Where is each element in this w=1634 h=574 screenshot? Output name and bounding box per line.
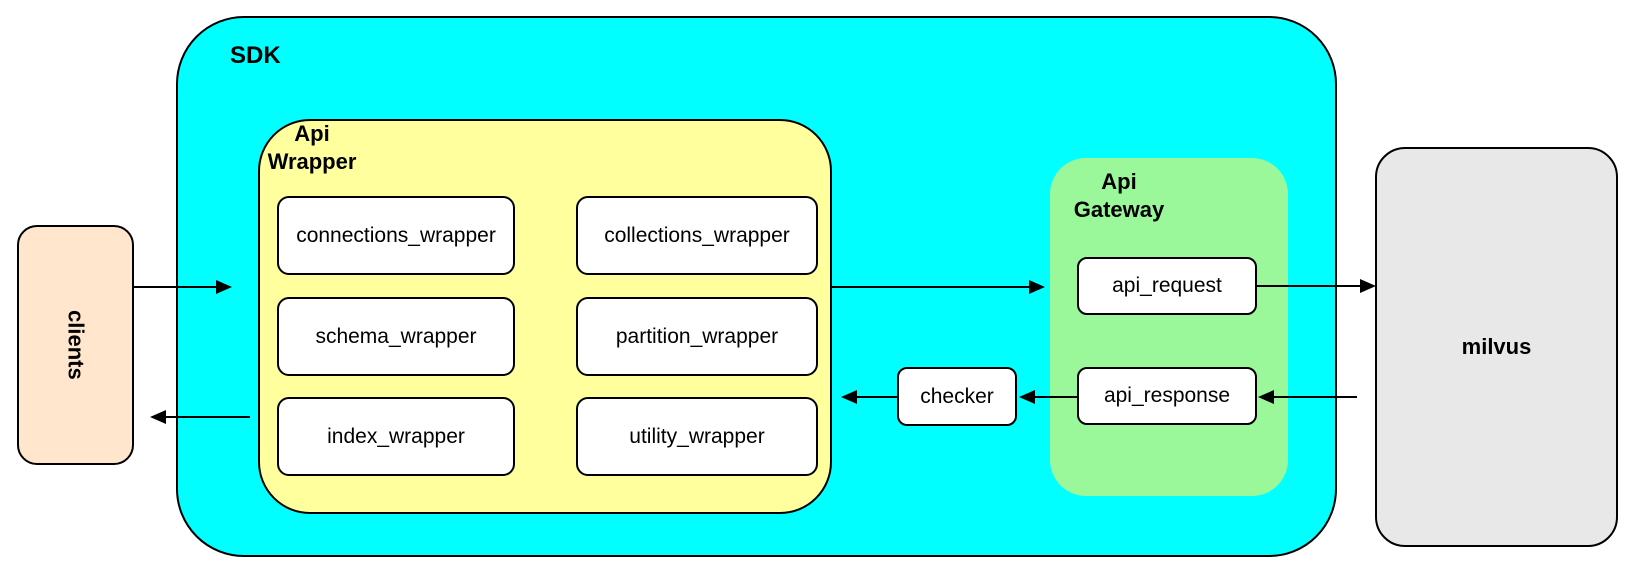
schema-wrapper-label: schema_wrapper xyxy=(315,324,477,348)
arrow-line xyxy=(1257,285,1361,287)
api-request-node: api_request xyxy=(1077,257,1257,315)
sdk-label: SDK xyxy=(230,42,281,69)
arrowhead-right-icon xyxy=(1360,279,1376,293)
index-wrapper-label: index_wrapper xyxy=(327,424,465,448)
arrow-line xyxy=(832,286,1030,288)
partition-wrapper-label: partition_wrapper xyxy=(615,324,779,348)
utility-wrapper-node: utility_wrapper xyxy=(576,397,818,476)
milvus-label: milvus xyxy=(1461,334,1532,359)
api-gateway-container xyxy=(1050,158,1288,496)
index-wrapper-node: index_wrapper xyxy=(277,397,515,476)
api-gateway-label: Api Gateway xyxy=(1073,169,1165,222)
api-response-node: api_response xyxy=(1077,367,1257,425)
arrow-line xyxy=(134,286,218,288)
clients-node: clients xyxy=(17,225,134,465)
collections-wrapper-node: collections_wrapper xyxy=(576,196,818,275)
connections-wrapper-label: connections_wrapper xyxy=(296,223,496,247)
milvus-node: milvus xyxy=(1375,147,1618,547)
schema-wrapper-node: schema_wrapper xyxy=(277,297,515,376)
utility-wrapper-label: utility_wrapper xyxy=(629,424,765,448)
arrowhead-left-icon xyxy=(150,410,166,424)
connections-wrapper-node: connections_wrapper xyxy=(277,196,515,275)
arrowhead-left-icon xyxy=(1019,390,1035,404)
collections-wrapper-label: collections_wrapper xyxy=(604,223,790,247)
arrowhead-left-icon xyxy=(1258,390,1274,404)
api-request-label: api_request xyxy=(1112,274,1222,297)
arrow-line xyxy=(165,416,250,418)
arrowhead-right-icon xyxy=(1029,280,1045,294)
clients-label: clients xyxy=(63,310,89,380)
arrow-line xyxy=(1034,396,1077,398)
checker-label: checker xyxy=(920,384,994,408)
checker-node: checker xyxy=(897,367,1017,426)
arrow-line xyxy=(1273,396,1357,398)
arrowhead-right-icon xyxy=(216,280,232,294)
partition-wrapper-node: partition_wrapper xyxy=(576,297,818,376)
api-wrapper-label: Api Wrapper xyxy=(267,121,357,174)
arrow-line xyxy=(856,396,897,398)
arrowhead-left-icon xyxy=(841,390,857,404)
api-response-label: api_response xyxy=(1103,384,1231,407)
